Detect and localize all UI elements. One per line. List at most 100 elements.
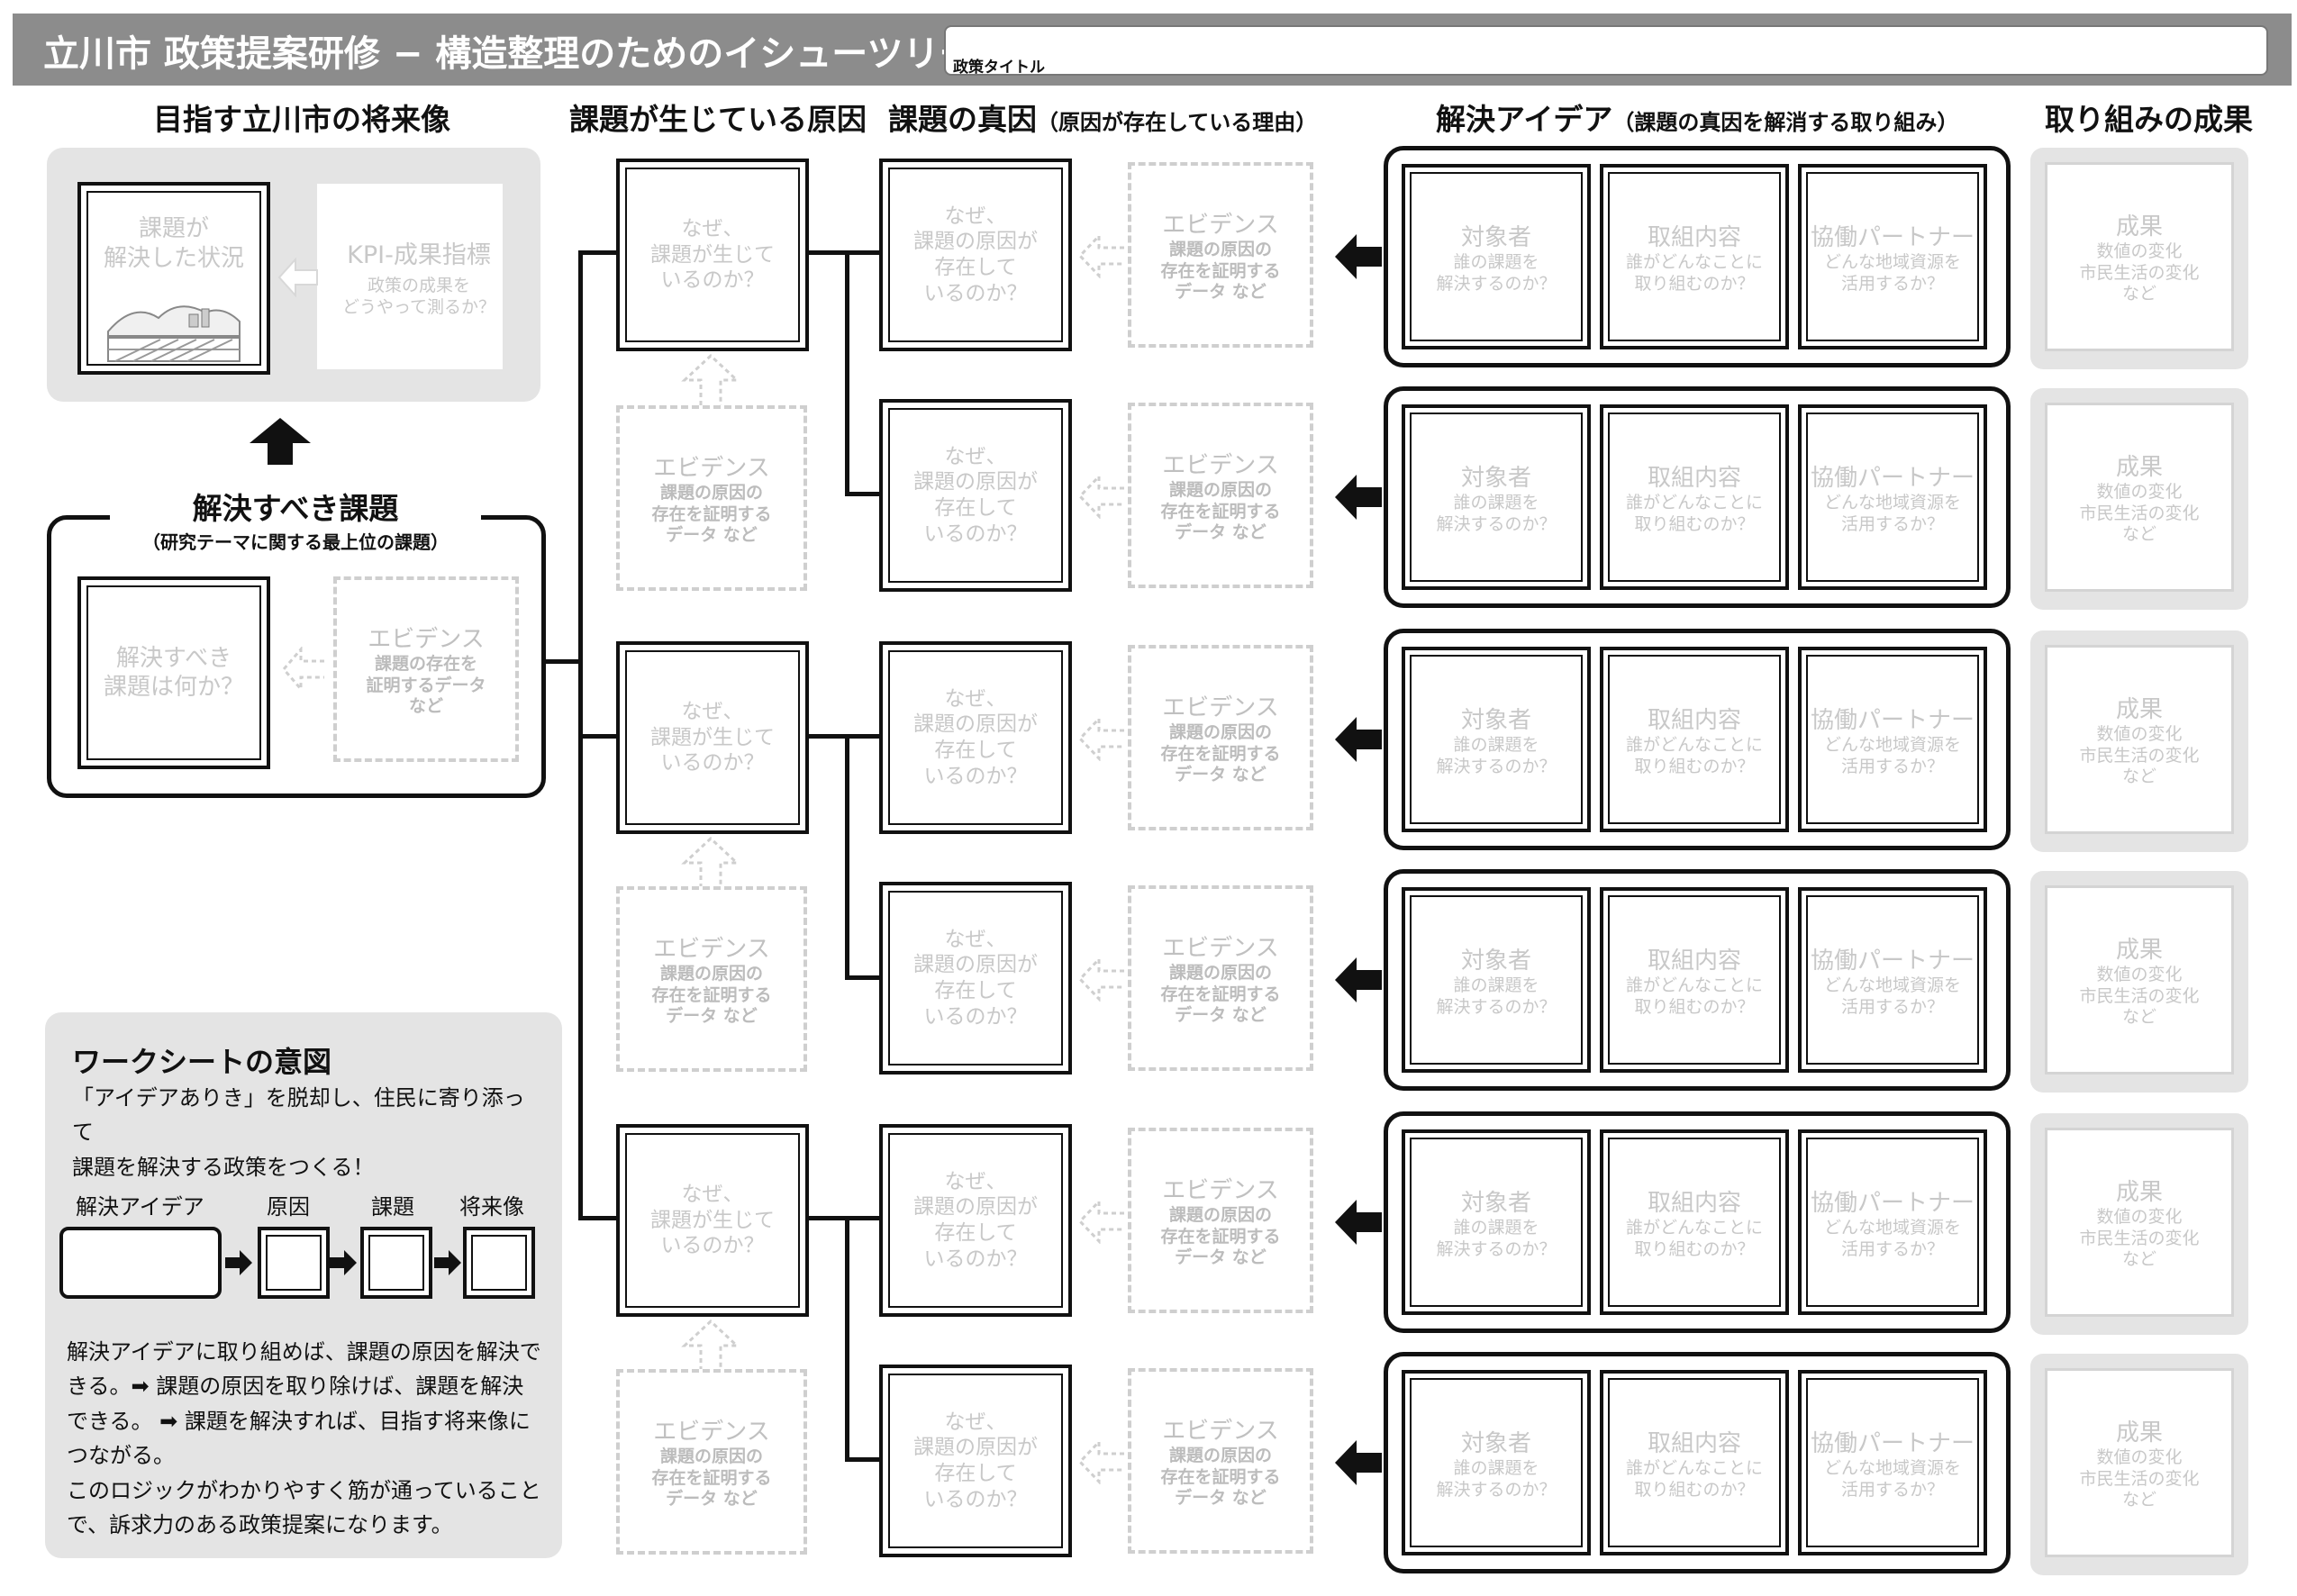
connector: [805, 734, 883, 739]
root-evidence-box[interactable]: エビデンス 課題の原因の 存在を証明する データ など: [1128, 403, 1313, 588]
connector: [845, 1216, 849, 1461]
connector: [578, 734, 616, 739]
outcome-box[interactable]: 成果 数値の変化 市民生活の変化 など: [2045, 1368, 2234, 1557]
cause-box[interactable]: なぜ、 課題が生じて いるのか？: [616, 641, 809, 834]
content-box[interactable]: 取組内容 誰がどんなことに 取り組むのか？: [1600, 1370, 1789, 1555]
dashed-arrow-up-icon: [681, 353, 740, 405]
cause-evidence-box[interactable]: エビデンス 課題の原因の 存在を証明する データ など: [616, 886, 807, 1072]
outcome-box[interactable]: 成果 数値の変化 市民生活の変化 など: [2045, 403, 2234, 592]
solved-state-box[interactable]: 課題が 解決した状況: [77, 182, 270, 375]
target-box[interactable]: 対象者 誰の課題を 解決するのか？: [1402, 1370, 1591, 1555]
partner-box[interactable]: 協働パートナー どんな地域資源を 活用するか？: [1798, 164, 1987, 349]
root-cause-box[interactable]: なぜ、 課題の原因が 存在して いるのか？: [879, 399, 1072, 592]
cause-evidence-box[interactable]: エビデンス 課題の原因の 存在を証明する データ など: [616, 1369, 807, 1555]
partner-box[interactable]: 協働パートナー どんな地域資源を 活用するか？: [1798, 647, 1987, 832]
content-box[interactable]: 取組内容 誰がどんなことに 取り組むのか？: [1600, 887, 1789, 1073]
content-title: 取組内容: [1647, 947, 1741, 975]
cause-box[interactable]: なぜ、 課題が生じて いるのか？: [616, 159, 809, 351]
kpi-box[interactable]: KPI-成果指標 政策の成果を どうやって測るか？: [317, 184, 503, 369]
partner-sub: どんな地域資源を 活用するか？: [1823, 1217, 1961, 1259]
root-evidence-box[interactable]: エビデンス 課題の原因の 存在を証明する データ など: [1128, 645, 1313, 830]
issue-evidence-box[interactable]: エビデンス 課題の存在を 証明するデータ など: [333, 576, 519, 762]
evidence-title: エビデンス: [1162, 211, 1279, 239]
target-title: 対象者: [1460, 947, 1531, 975]
target-box[interactable]: 対象者 誰の課題を 解決するのか？: [1402, 404, 1591, 590]
root-cause-question: なぜ、 課題の原因が 存在して いるのか？: [913, 444, 1038, 546]
target-title: 対象者: [1460, 1429, 1531, 1457]
issue-question-box[interactable]: 解決すべき 課題は何か？: [77, 576, 270, 769]
content-box[interactable]: 取組内容 誰がどんなことに 取り組むのか？: [1600, 1129, 1789, 1315]
target-sub: 誰の課題を 解決するのか？: [1436, 1457, 1557, 1500]
content-title: 取組内容: [1647, 1429, 1741, 1457]
arrow-left-icon: [1335, 234, 1382, 279]
target-title: 対象者: [1460, 706, 1531, 734]
evidence-sub: 課題の原因の 存在を証明する データ など: [1160, 239, 1281, 303]
content-box[interactable]: 取組内容 誰がどんなことに 取り組むのか？: [1600, 164, 1789, 349]
arrow-up-icon: [250, 418, 311, 465]
dashed-arrow-left-icon: [1077, 1439, 1124, 1484]
root-evidence-box[interactable]: エビデンス 課題の原因の 存在を証明する データ など: [1128, 1368, 1313, 1554]
partner-title: 協働パートナー: [1810, 1429, 1975, 1457]
outcome-box[interactable]: 成果 数値の変化 市民生活の変化 など: [2045, 885, 2234, 1075]
root-evidence-box[interactable]: エビデンス 課題の原因の 存在を証明する データ など: [1128, 162, 1313, 348]
dashed-arrow-left-icon: [1077, 716, 1124, 761]
target-box[interactable]: 対象者 誰の課題を 解決するのか？: [1402, 1129, 1591, 1315]
target-box[interactable]: 対象者 誰の課題を 解決するのか？: [1402, 164, 1591, 349]
connector: [845, 975, 883, 980]
worksheet-title: ワークシートの意図: [72, 1045, 332, 1079]
root-cause-question: なぜ、 課題の原因が 存在して いるのか？: [913, 1169, 1038, 1271]
root-cause-box[interactable]: なぜ、 課題の原因が 存在して いるのか？: [879, 641, 1072, 834]
partner-box[interactable]: 協働パートナー どんな地域資源を 活用するか？: [1798, 1129, 1987, 1315]
root-evidence-box[interactable]: エビデンス 課題の原因の 存在を証明する データ など: [1128, 1128, 1313, 1313]
content-box[interactable]: 取組内容 誰がどんなことに 取り組むのか？: [1600, 404, 1789, 590]
issue-subtitle: （研究テーマに関する最上位の課題）: [142, 530, 449, 553]
header-future: 目指す立川市の将来像: [153, 102, 450, 137]
content-box[interactable]: 取組内容 誰がどんなことに 取り組むのか？: [1600, 647, 1789, 832]
flow-label-cause: 原因: [267, 1194, 310, 1220]
header-ideas: 解決アイデア（課題の真因を解消する取り組み）: [1436, 95, 1958, 139]
connector: [805, 250, 883, 255]
cause-evidence-box[interactable]: エビデンス 課題の原因の 存在を証明する データ など: [616, 405, 807, 591]
arrow-left-icon: [1335, 1200, 1382, 1245]
root-cause-box[interactable]: なぜ、 課題の原因が 存在して いるのか？: [879, 1365, 1072, 1557]
content-sub: 誰がどんなことに 取り組むのか？: [1625, 734, 1763, 776]
partner-title: 協働パートナー: [1810, 706, 1975, 734]
flow-issue-box: [360, 1227, 432, 1299]
town-illustration-icon: [107, 305, 241, 362]
evidence-title: エビデンス: [1162, 694, 1279, 721]
outcome-box[interactable]: 成果 数値の変化 市民生活の変化 など: [2045, 645, 2234, 834]
issue-title: 解決すべき課題: [192, 490, 399, 526]
outcome-box[interactable]: 成果 数値の変化 市民生活の変化 など: [2045, 162, 2234, 351]
kpi-title: KPI-成果指標: [347, 240, 491, 269]
flow-label-future: 将来像: [459, 1194, 524, 1220]
cause-box[interactable]: なぜ、 課題が生じて いるのか？: [616, 1124, 809, 1317]
root-evidence-box[interactable]: エビデンス 課題の原因の 存在を証明する データ など: [1128, 885, 1313, 1071]
target-box[interactable]: 対象者 誰の課題を 解決するのか？: [1402, 647, 1591, 832]
root-cause-box[interactable]: なぜ、 課題の原因が 存在して いるのか？: [879, 882, 1072, 1075]
evidence-title: エビデンス: [653, 454, 770, 482]
dashed-arrow-up-icon: [681, 1319, 740, 1371]
issue-question: 解決すべき 課題は何か？: [103, 644, 244, 702]
content-title: 取組内容: [1647, 1189, 1741, 1217]
connector: [845, 250, 849, 495]
partner-sub: どんな地域資源を 活用するか？: [1823, 1457, 1961, 1500]
root-cause-box[interactable]: なぜ、 課題の原因が 存在して いるのか？: [879, 159, 1072, 351]
target-box[interactable]: 対象者 誰の課題を 解決するのか？: [1402, 887, 1591, 1073]
policy-title-field[interactable]: [944, 25, 2268, 76]
partner-box[interactable]: 協働パートナー どんな地域資源を 活用するか？: [1798, 1370, 1987, 1555]
connector: [578, 250, 616, 255]
partner-box[interactable]: 協働パートナー どんな地域資源を 活用するか？: [1798, 404, 1987, 590]
outcome-title: 成果: [2115, 453, 2163, 481]
flow-cause-box: [258, 1227, 330, 1299]
outcome-box[interactable]: 成果 数値の変化 市民生活の変化 など: [2045, 1128, 2234, 1317]
target-sub: 誰の課題を 解決するのか？: [1436, 1217, 1557, 1259]
issue-evidence-title: エビデンス: [368, 625, 485, 653]
cause-question: なぜ、 課題が生じて いるのか？: [650, 699, 775, 775]
partner-sub: どんな地域資源を 活用するか？: [1823, 975, 1961, 1017]
target-title: 対象者: [1460, 464, 1531, 492]
content-sub: 誰がどんなことに 取り組むのか？: [1625, 1457, 1763, 1500]
evidence-title: エビデンス: [1162, 451, 1279, 479]
worksheet-lead: 「アイデアありき」を脱却し、住民に寄り添って 課題を解決する政策をつくる！: [72, 1085, 525, 1180]
partner-box[interactable]: 協働パートナー どんな地域資源を 活用するか？: [1798, 887, 1987, 1073]
root-cause-box[interactable]: なぜ、 課題の原因が 存在して いるのか？: [879, 1124, 1072, 1317]
